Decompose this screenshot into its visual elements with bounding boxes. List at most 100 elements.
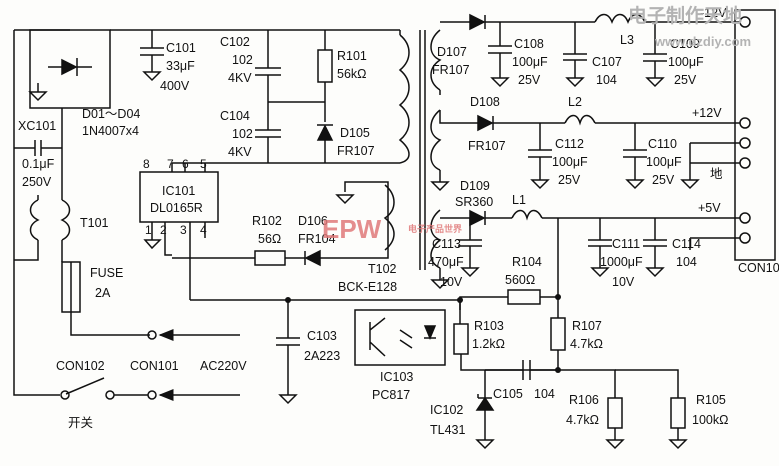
r102-body [254, 250, 286, 266]
c113-name-label: C113 [432, 237, 461, 251]
c109-rating-label: 25V [674, 73, 697, 87]
d109-name-label: D109 [460, 179, 490, 193]
r101-name-label: R101 [337, 49, 367, 63]
d105-part-label: FR107 [337, 144, 375, 158]
fuse-name-label: FUSE [90, 266, 123, 280]
ic102-name-label: IC102 [430, 403, 463, 417]
ground-icon [668, 439, 688, 450]
r103-body [453, 323, 469, 355]
ground-icon [645, 267, 665, 278]
ic101-body [139, 171, 219, 223]
t102-aux-coil [383, 184, 395, 251]
r102-name-label: R102 [252, 214, 282, 228]
ground-icon [475, 439, 495, 450]
output-plus12v-label: +12V [692, 106, 722, 120]
c105-value-label: 104 [534, 387, 555, 401]
ground-icon [625, 179, 645, 190]
output-ground-label: 地 [710, 167, 723, 181]
l1-coil [511, 209, 543, 221]
ground-icon [430, 279, 450, 290]
c110-name-label: C110 [648, 137, 677, 151]
xc101-name-label: XC101 [18, 119, 56, 133]
l3-coil [594, 13, 646, 25]
ground-icon [142, 71, 162, 82]
ac-input-label: AC220V [200, 359, 247, 373]
r107-value-label: 4.7kΩ [570, 337, 603, 351]
c102-rating-label: 4KV [228, 71, 252, 85]
d108-diode-icon [477, 114, 494, 132]
d105-name-label: D105 [340, 126, 370, 140]
ic102-part-label: TL431 [430, 423, 465, 437]
t101-coil-left [29, 199, 40, 241]
ic101-pin7-label: 7 [167, 157, 174, 171]
r103-value-label: 1.2kΩ [472, 337, 505, 351]
l3-name-label: L3 [620, 33, 634, 47]
mains-input-section [13, 29, 400, 401]
ground-icon [645, 77, 665, 88]
ground-icon [143, 239, 162, 250]
ic103-led-icon [423, 325, 437, 340]
d107-part-label: FR107 [432, 63, 470, 77]
output-minus12v-label: -12V [700, 6, 727, 20]
con102-terminal-1 [60, 390, 70, 400]
c110-rating-label: 25V [652, 173, 675, 187]
c105-name-label: C105 [493, 387, 523, 401]
r107-name-label: R107 [572, 319, 602, 333]
r106-body [607, 397, 623, 429]
c114-name-label: C114 [672, 237, 701, 251]
xc101-value-label: 0.1μF [22, 157, 55, 171]
t102-sec-coil-1 [430, 29, 442, 91]
ground-icon [530, 179, 550, 190]
watermark-center-sub: 电子产品世界 [408, 223, 462, 234]
t101-name-label: T101 [80, 216, 109, 230]
ic101-pin3-label: 3 [180, 223, 187, 237]
bridge-rectifier [29, 29, 111, 109]
l2-coil [564, 114, 596, 126]
ic101-pin8-label: 8 [143, 157, 150, 171]
c101-value-label: 33μF [166, 59, 195, 73]
c112-rating-label: 25V [558, 173, 581, 187]
c110-value-label: 100μF [646, 155, 682, 169]
c102-name-label: C102 [220, 35, 250, 49]
c108-rating-label: 25V [518, 73, 541, 87]
ic101-pin2-label: 2 [160, 223, 167, 237]
c103-name-label: C103 [307, 329, 337, 343]
ic101-part-label: DL0165R [150, 201, 203, 215]
ground-icon [490, 77, 510, 88]
r104-value-label: 560Ω [505, 273, 535, 287]
con101-terminal-2 [147, 390, 157, 400]
t102-part-label: BCK-E128 [338, 280, 397, 294]
rail-minus12v [439, 13, 740, 95]
output-plus5v-label: +5V [698, 201, 721, 215]
d107-diode-icon [469, 13, 486, 31]
c112-name-label: C112 [555, 137, 584, 151]
component-labels: D01～D04 1N4007x4 XC101 0.1μF 250V T101 F… [18, 6, 779, 437]
r104-name-label: R104 [512, 255, 542, 269]
switch-lever [65, 377, 105, 395]
d105-diode-icon [316, 124, 334, 141]
ic103-transistor-icon [369, 317, 386, 357]
fuse-rating-label: 2A [95, 286, 111, 300]
l2-name-label: L2 [568, 95, 582, 109]
watermark-top-right: 电子制作天地 [628, 4, 742, 27]
d109-diode-icon [469, 209, 486, 227]
c107-name-label: C107 [592, 55, 622, 69]
watermark-center: EPW [322, 214, 382, 244]
con104-pin [739, 157, 751, 169]
ground-icon [680, 179, 700, 190]
c102-value-label: 102 [232, 53, 253, 67]
bridge-part-label: 1N4007x4 [82, 124, 139, 138]
ground-icon [590, 267, 610, 278]
c113-rating-label: 10V [440, 275, 463, 289]
ground-icon [460, 267, 480, 278]
c108-value-label: 100μF [512, 55, 548, 69]
primary-snubber [140, 30, 400, 172]
t102-sec-coil-3 [430, 209, 442, 269]
ic101-pin5-label: 5 [200, 157, 207, 171]
ic103-name-label: IC103 [380, 370, 413, 384]
t102-transformer [383, 29, 442, 270]
con101-label: CON101 [130, 359, 179, 373]
ic101-pin1-label: 1 [145, 223, 152, 237]
ic101-pin6-label: 6 [182, 157, 189, 171]
